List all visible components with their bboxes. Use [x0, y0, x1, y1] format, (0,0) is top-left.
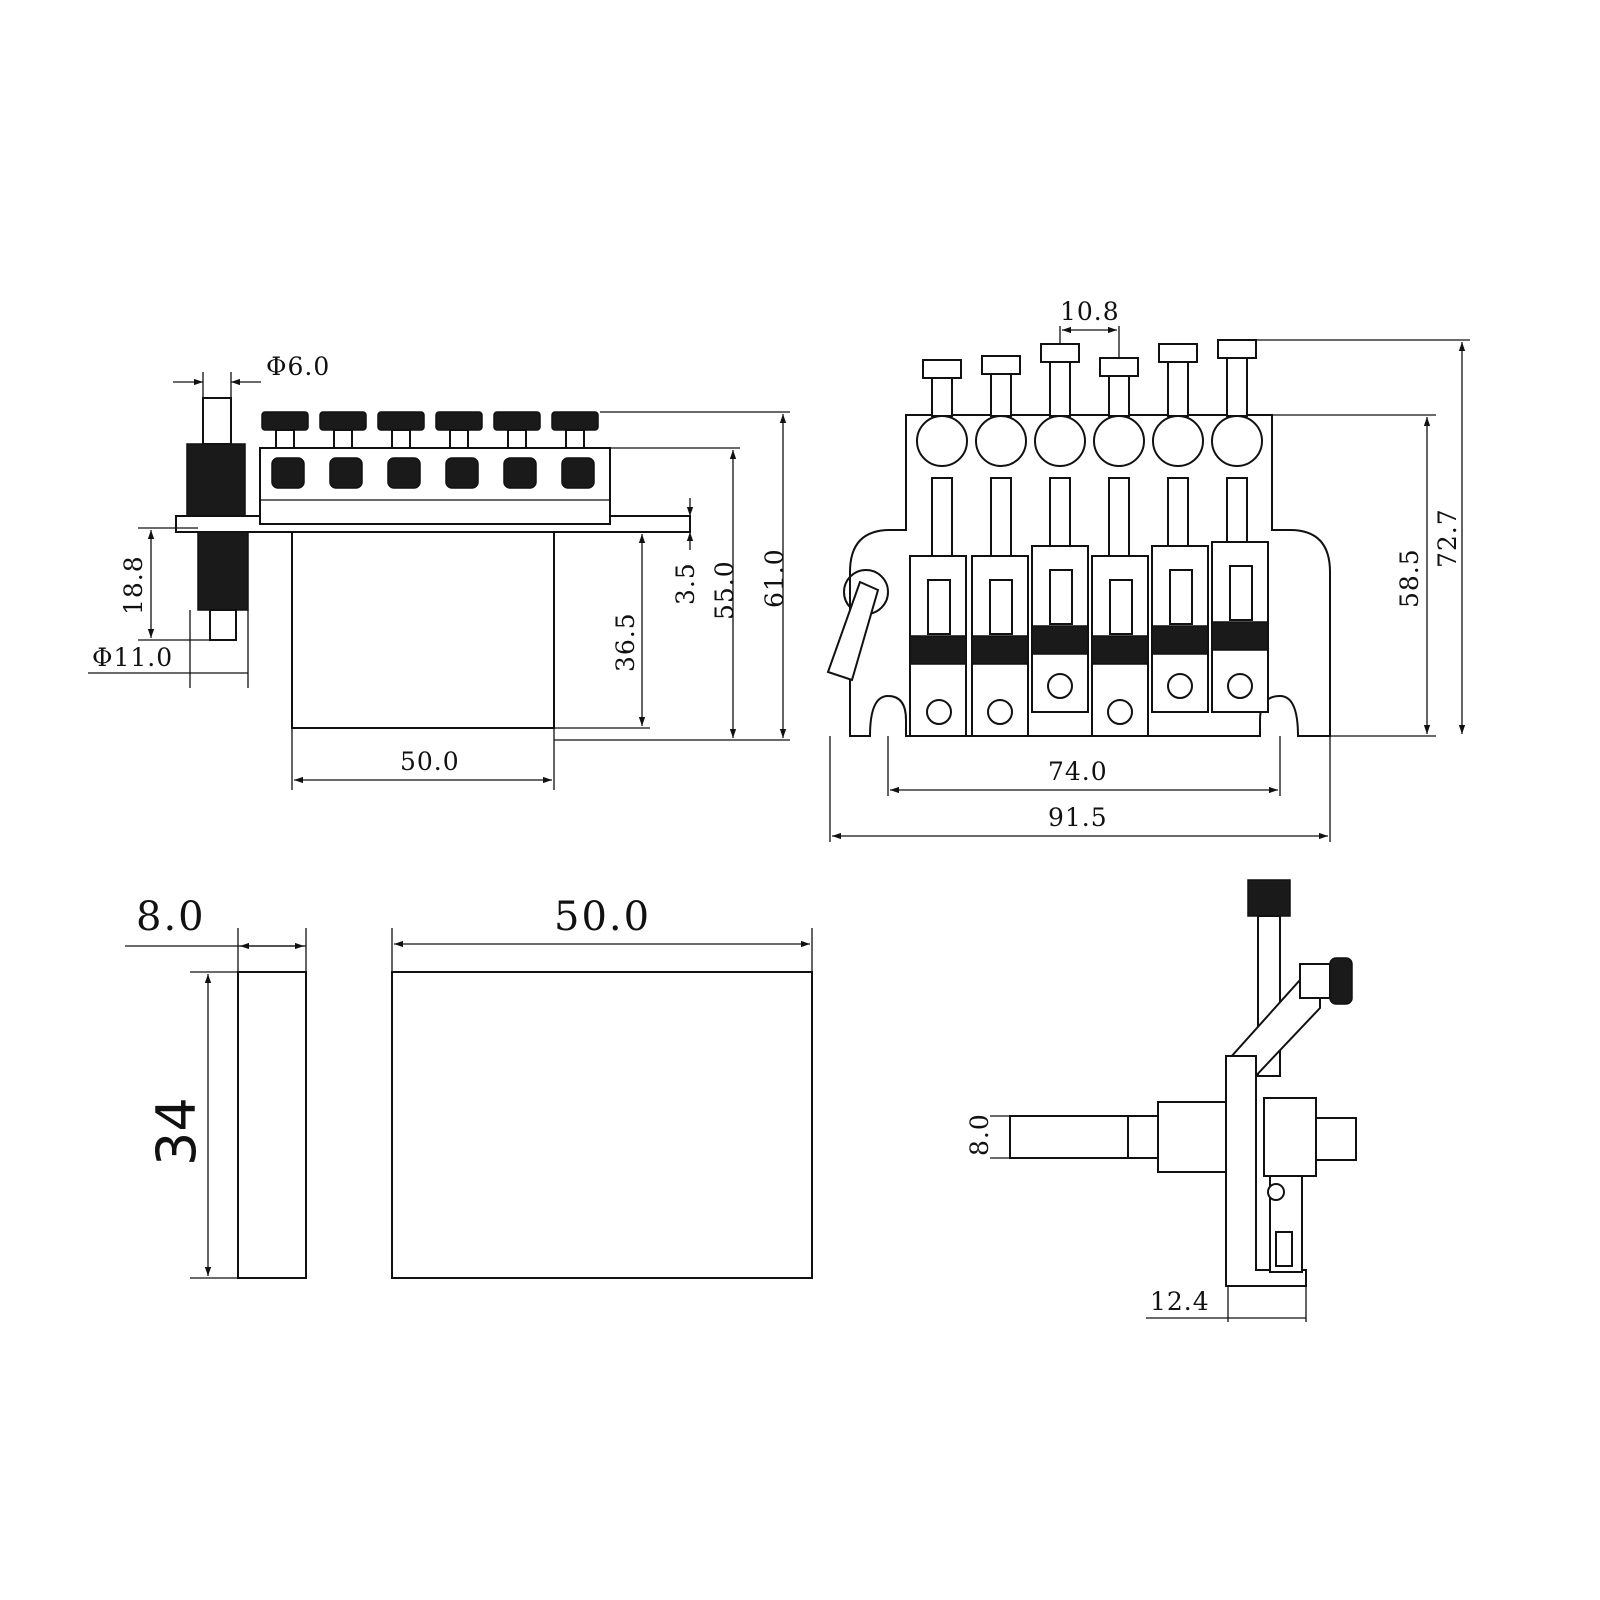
saddle-lower-slot — [1275, 1231, 1293, 1267]
front-total-height-label: 72.7 — [1433, 508, 1462, 568]
front-tuner-holes — [916, 415, 1263, 467]
block-side-rect — [237, 971, 307, 1279]
block-width-label: 50.0 — [554, 894, 651, 940]
block-dimension-lines — [125, 928, 813, 1279]
side-sustain-block — [291, 531, 555, 729]
side-block-height-label: 36.5 — [611, 612, 640, 672]
front-saddles — [909, 541, 1269, 737]
side-view: Φ6.0 Φ11.0 50.0 18.8 36.5 3.5 55.0 61.0 — [88, 352, 790, 790]
saddle-stud-collar — [1127, 1115, 1159, 1159]
side-saddles — [260, 457, 610, 501]
front-dimension-lines — [829, 326, 1470, 842]
side-height-55-label: 55.0 — [710, 560, 739, 620]
side-post-tip — [209, 609, 237, 641]
block-views: 8.0 50.0 34 — [125, 894, 813, 1279]
saddle-stud-diameter-label: 8.0 — [965, 1113, 994, 1156]
side-post-diameter-label: Φ11.0 — [92, 643, 173, 672]
front-body-height-label: 58.5 — [1395, 548, 1424, 608]
side-stud-collar — [186, 443, 246, 517]
side-plate-thickness-label: 3.5 — [671, 562, 700, 605]
saddle-view: 8.0 12.4 — [965, 879, 1357, 1322]
block-front-rect — [391, 971, 813, 1279]
saddle-knob — [1329, 957, 1353, 1005]
block-thickness-label: 8.0 — [136, 894, 206, 940]
side-stud-diameter-label: Φ6.0 — [266, 352, 330, 381]
saddle-knob-base — [1299, 963, 1331, 999]
saddle-pivot-hole — [1267, 1183, 1285, 1201]
block-height-label: 34 — [145, 1097, 208, 1166]
saddle-screw-head — [1247, 879, 1291, 917]
side-saddle-housing — [259, 447, 611, 525]
front-base-plate — [849, 414, 1331, 737]
saddle-depth-label: 12.4 — [1150, 1287, 1210, 1316]
saddle-right-housing — [1263, 1097, 1317, 1177]
side-post — [197, 531, 249, 611]
front-string-spacing-label: 10.8 — [1060, 297, 1120, 326]
front-tremolo-arm — [826, 580, 880, 682]
saddle-stud — [1009, 1115, 1129, 1159]
saddle-right-pin — [1315, 1117, 1357, 1161]
front-fine-tuners — [922, 339, 1257, 417]
side-block-width-label: 50.0 — [400, 747, 460, 776]
saddle-stud-body — [1157, 1101, 1227, 1173]
side-dimension-lines — [88, 372, 790, 790]
saddle-dimension-lines — [990, 1115, 1307, 1322]
front-inner-width-label: 74.0 — [1048, 757, 1108, 786]
front-string-rods — [931, 477, 1248, 557]
front-view: 10.8 74.0 91.5 58.5 72.7 — [826, 297, 1470, 842]
side-total-height-label: 61.0 — [760, 548, 789, 608]
side-fine-tuners — [261, 411, 599, 449]
saddle-main-body — [1225, 1055, 1307, 1287]
side-stud-upper — [202, 397, 232, 445]
front-overall-width-label: 91.5 — [1048, 803, 1108, 832]
side-post-height-label: 18.8 — [119, 555, 148, 615]
